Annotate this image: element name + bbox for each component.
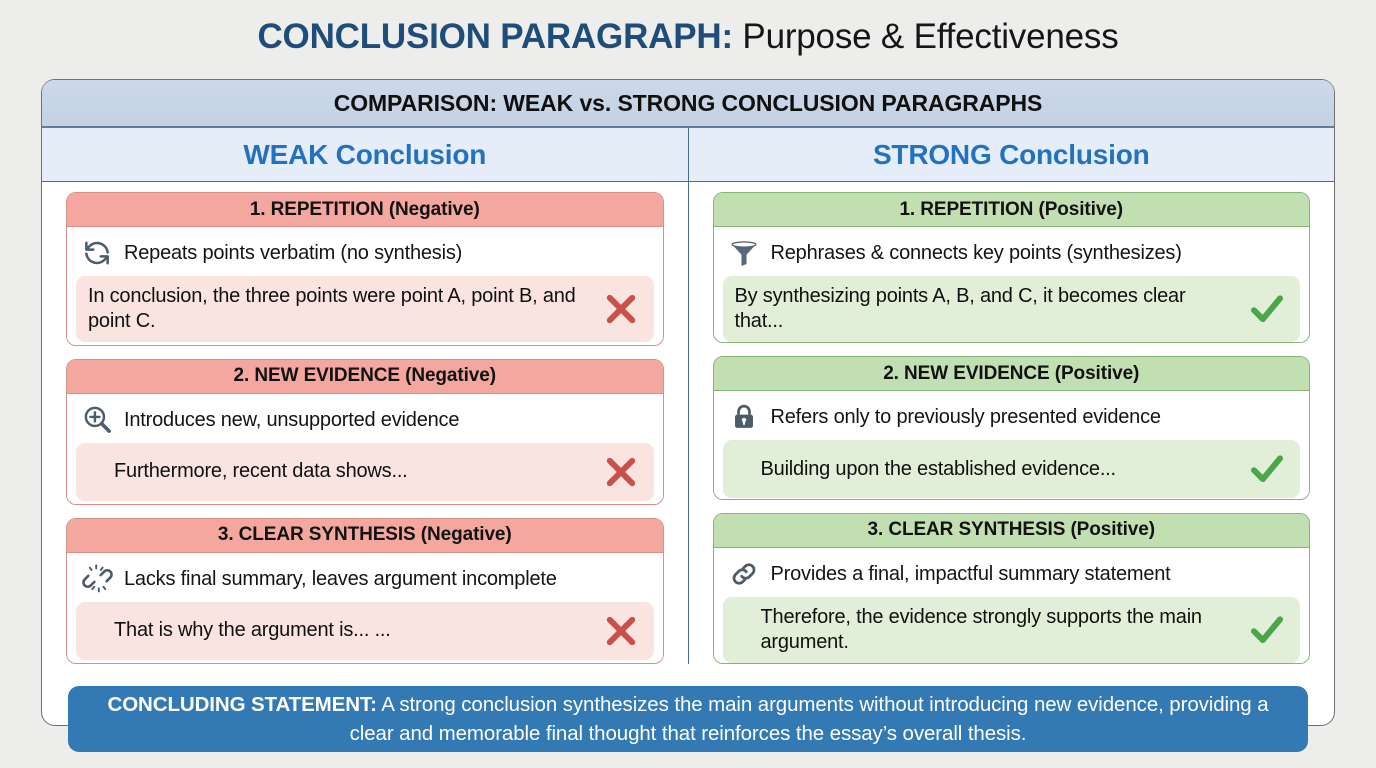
weak-card-new-evidence-quote: Furthermore, recent data shows...	[114, 460, 408, 483]
column-headers: WEAK Conclusion STRONG Conclusion	[42, 128, 1334, 182]
weak-card-repetition[interactable]: 1. REPETITION (Negative)	[66, 192, 664, 346]
strong-card-new-evidence-body: Refers only to previously presented evid…	[713, 391, 1309, 499]
strong-column: 1. REPETITION (Positive) Rephrases & con…	[689, 182, 1335, 664]
weak-card-repetition-body: Repeats points verbatim (no synthesis) I…	[67, 227, 663, 345]
strong-card-new-evidence-header: 2. NEW EVIDENCE (Positive)	[713, 357, 1309, 392]
funnel-icon	[727, 236, 761, 270]
weak-card-clear-synthesis-body: Lacks final summary, leaves argument inc…	[67, 552, 663, 664]
strong-card-clear-synthesis-quote: Therefore, the evidence strongly support…	[760, 605, 1203, 653]
strong-card-repetition[interactable]: 1. REPETITION (Positive) Rephrases & con…	[712, 192, 1310, 344]
strong-card-new-evidence-quote-box: Building upon the established evidence..…	[722, 440, 1300, 499]
weak-card-repetition-desc: Repeats points verbatim (no synthesis)	[124, 242, 463, 264]
strong-card-new-evidence-quote: Building upon the established evidence..…	[760, 457, 1117, 480]
repeat-icon	[80, 236, 114, 270]
lock-icon	[727, 400, 761, 434]
weak-card-repetition-quote-box: In conclusion, the three points were poi…	[76, 276, 654, 342]
weak-card-clear-synthesis-desc-row: Lacks final summary, leaves argument inc…	[76, 559, 654, 602]
weak-card-new-evidence-desc: Introduces new, unsupported evidence	[124, 408, 460, 431]
concluding-statement-text: CONCLUDING STATEMENT: A strong conclusio…	[86, 690, 1290, 748]
column-header-strong: STRONG Conclusion	[872, 138, 1150, 170]
strong-card-new-evidence[interactable]: 2. NEW EVIDENCE (Positive)	[712, 356, 1310, 500]
cross-mark-icon	[600, 451, 642, 493]
check-mark-icon	[1246, 609, 1288, 651]
check-mark-icon	[1246, 448, 1288, 490]
strong-card-repetition-quote-box: By synthesizing points A, B, and C, it b…	[722, 276, 1300, 342]
concluding-statement-banner: CONCLUDING STATEMENT: A strong conclusio…	[68, 686, 1308, 752]
comparison-header-part3: STRONG CONCLUSION PARAGRAPHS	[611, 89, 1043, 116]
comparison-header-text: COMPARISON: WEAK vs. STRONG CONCLUSION P…	[334, 90, 1043, 117]
weak-card-clear-synthesis-desc: Lacks final summary, leaves argument inc…	[124, 567, 557, 590]
strong-card-repetition-header: 1. REPETITION (Positive)	[713, 193, 1309, 227]
comparison-header: COMPARISON: WEAK vs. STRONG CONCLUSION P…	[42, 80, 1334, 128]
weak-card-new-evidence-desc-row: Introduces new, unsupported evidence	[76, 400, 654, 443]
weak-card-new-evidence[interactable]: 2. NEW EVIDENCE (Negative)	[66, 358, 664, 505]
page-title-strong: CONCLUSION PARAGRAPH:	[257, 17, 733, 56]
link-icon	[727, 557, 761, 591]
weak-card-new-evidence-body: Introduces new, unsupported evidence Fur…	[67, 393, 663, 504]
strong-card-clear-synthesis-header: 3. CLEAR SYNTHESIS (Positive)	[713, 513, 1309, 548]
weak-card-clear-synthesis-header: 3. CLEAR SYNTHESIS (Negative)	[67, 518, 663, 553]
strong-card-clear-synthesis-quote-box: Therefore, the evidence strongly support…	[722, 596, 1300, 663]
comparison-header-vs: vs.	[579, 89, 612, 116]
comparison-container: COMPARISON: WEAK vs. STRONG CONCLUSION P…	[41, 79, 1335, 726]
strong-card-repetition-body: Rephrases & connects key points (synthes…	[713, 227, 1309, 343]
comparison-header-part1: COMPARISON: WEAK	[333, 89, 580, 116]
column-header-weak: WEAK Conclusion	[42, 128, 689, 181]
weak-card-new-evidence-quote-box: Furthermore, recent data shows...	[76, 442, 654, 501]
zoom-in-icon	[80, 403, 114, 437]
cross-mark-icon	[600, 610, 642, 652]
broken-link-icon	[80, 562, 114, 596]
weak-card-clear-synthesis[interactable]: 3. CLEAR SYNTHESIS (Negative)	[66, 517, 664, 665]
strong-card-new-evidence-desc-row: Refers only to previously presented evid…	[723, 397, 1301, 440]
page-title: CONCLUSION PARAGRAPH: Purpose & Effectiv…	[0, 14, 1376, 60]
weak-card-repetition-desc-row: Repeats points verbatim (no synthesis)	[76, 233, 654, 276]
weak-card-clear-synthesis-quote: That is why the argument is... ...	[114, 619, 391, 642]
comparison-columns: 1. REPETITION (Negative)	[42, 182, 1335, 665]
weak-card-new-evidence-header: 2. NEW EVIDENCE (Negative)	[67, 359, 663, 394]
strong-card-clear-synthesis[interactable]: 3. CLEAR SYNTHESIS (Positive) Provides a…	[712, 512, 1310, 664]
weak-card-repetition-quote: In conclusion, the three points were poi…	[88, 285, 576, 332]
weak-column: 1. REPETITION (Negative)	[42, 182, 689, 665]
check-mark-icon	[1246, 288, 1288, 330]
strong-card-clear-synthesis-body: Provides a final, impactful summary stat…	[713, 547, 1309, 663]
strong-card-repetition-desc: Rephrases & connects key points (synthes…	[770, 242, 1182, 264]
concluding-statement-label: CONCLUDING STATEMENT:	[107, 693, 377, 716]
weak-card-repetition-header: 1. REPETITION (Negative)	[67, 193, 663, 227]
strong-card-repetition-quote: By synthesizing points A, B, and C, it b…	[734, 285, 1186, 332]
strong-card-repetition-desc-row: Rephrases & connects key points (synthes…	[723, 233, 1301, 276]
page-title-light: Purpose & Effectiveness	[732, 17, 1119, 56]
concluding-statement-body: A strong conclusion synthesizes the main…	[349, 693, 1269, 745]
strong-card-new-evidence-desc: Refers only to previously presented evid…	[770, 406, 1162, 429]
strong-card-clear-synthesis-desc-row: Provides a final, impactful summary stat…	[723, 554, 1301, 597]
strong-card-clear-synthesis-desc: Provides a final, impactful summary stat…	[770, 562, 1171, 585]
cross-mark-icon	[600, 288, 642, 330]
weak-card-clear-synthesis-quote-box: That is why the argument is... ...	[76, 601, 654, 660]
